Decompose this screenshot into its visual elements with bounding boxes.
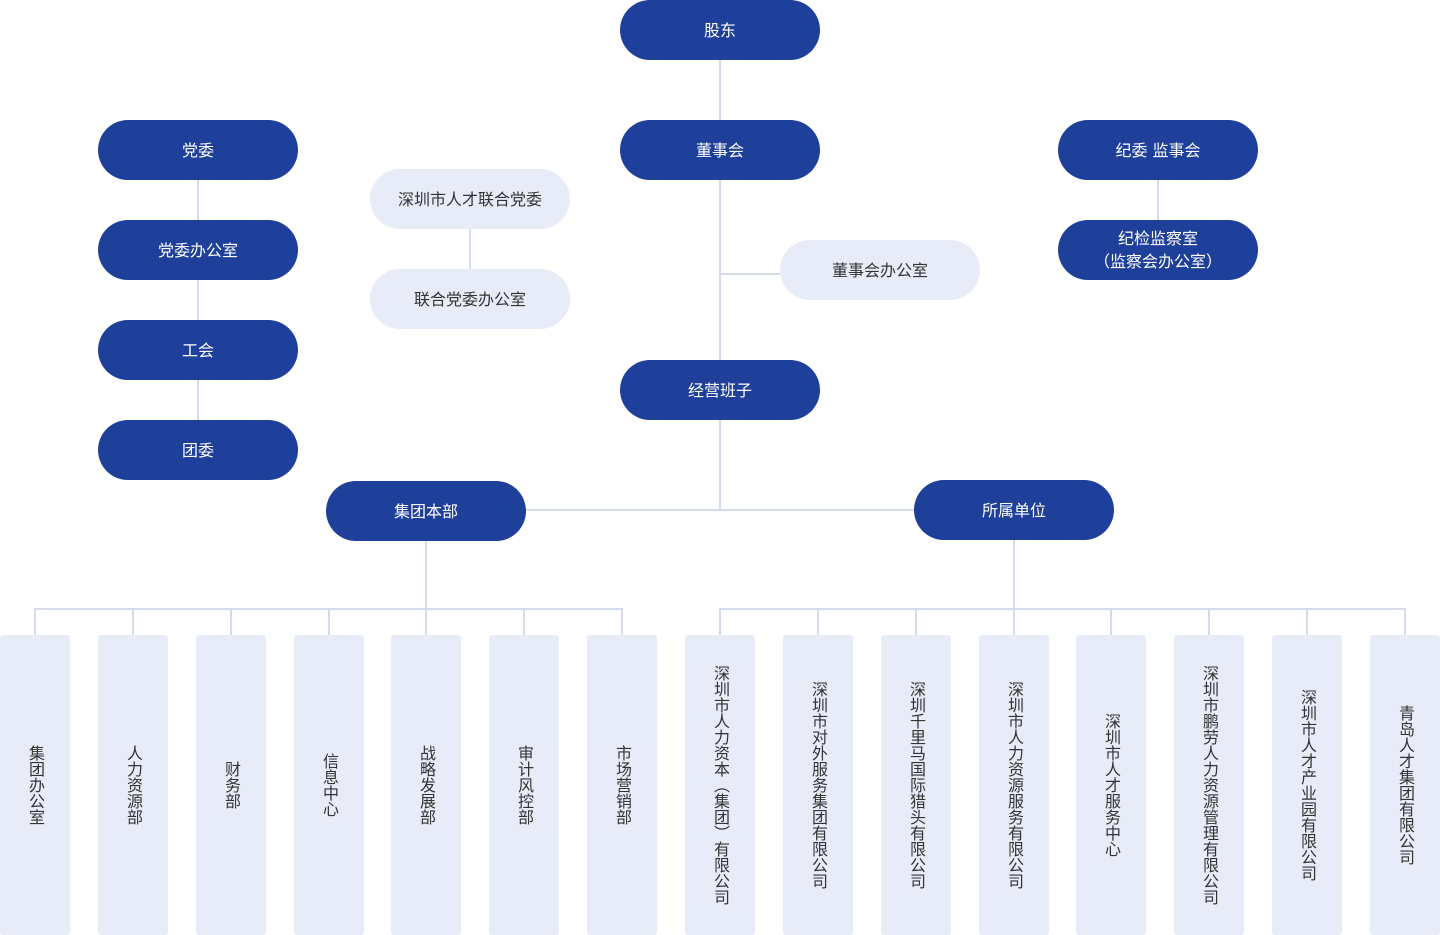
connector-line: [621, 608, 623, 635]
subsidiary-unit-label: 深圳市人才产业园有限公司: [1298, 689, 1317, 881]
headquarters-node: 集团本部: [326, 481, 526, 541]
board-office-node: 董事会办公室: [780, 240, 980, 300]
connector-line: [197, 180, 199, 220]
connector-line: [719, 60, 721, 120]
subsidiary-unit-box: 深圳市人才产业园有限公司: [1272, 635, 1342, 935]
connector-line: [526, 509, 914, 511]
management-node: 经营班子: [620, 360, 820, 420]
board-node: 董事会: [620, 120, 820, 180]
hq-department-label: 市场营销部: [613, 745, 632, 825]
subsidiary-unit-box: 深圳市鹏劳人力资源管理有限公司: [1174, 635, 1244, 935]
connector-line: [1110, 608, 1112, 635]
hq-department-box: 战略发展部: [391, 635, 461, 935]
connector-line: [328, 608, 330, 635]
subsidiary-unit-box: 深圳千里马国际猎头有限公司: [881, 635, 951, 935]
connector-line: [720, 273, 780, 275]
subsidiary-unit-label: 深圳市人力资源服务有限公司: [1005, 681, 1024, 889]
connector-line: [719, 180, 721, 360]
hq-department-box: 市场营销部: [587, 635, 657, 935]
subsidiary-unit-label: 青岛人才集团有限公司: [1396, 705, 1415, 865]
subsidiary-unit-label: 深圳市人力资本（集团）有限公司: [711, 665, 730, 905]
connector-line: [1013, 608, 1015, 635]
connector-line: [197, 280, 199, 320]
discipline-office-node: 纪检监察室 （监察会办公室）: [1058, 220, 1258, 280]
subsidiary-unit-label: 深圳千里马国际猎头有限公司: [907, 681, 926, 889]
hq-department-label: 财务部: [222, 761, 241, 809]
youth-league-node: 团委: [98, 420, 298, 480]
hq-department-label: 审计风控部: [515, 745, 534, 825]
connector-line: [469, 229, 471, 269]
connector-line: [817, 608, 819, 635]
hq-department-label: 人力资源部: [124, 745, 143, 825]
party-committee-office-node: 党委办公室: [98, 220, 298, 280]
connector-line: [425, 540, 427, 610]
connector-line: [719, 608, 721, 635]
connector-line: [1404, 608, 1406, 635]
connector-line: [132, 608, 134, 635]
hq-department-box: 财务部: [196, 635, 266, 935]
subsidiaries-node: 所属单位: [914, 480, 1114, 540]
subsidiary-unit-label: 深圳市人才服务中心: [1102, 713, 1121, 857]
connector-line: [1157, 180, 1159, 220]
connector-line: [230, 608, 232, 635]
subsidiary-unit-box: 深圳市人力资源服务有限公司: [979, 635, 1049, 935]
subsidiary-unit-box: 深圳市对外服务集团有限公司: [783, 635, 853, 935]
connector-line: [1208, 608, 1210, 635]
hq-department-box: 集团办公室: [0, 635, 70, 935]
subsidiary-unit-box: 深圳市人才服务中心: [1076, 635, 1146, 935]
hq-department-box: 审计风控部: [489, 635, 559, 935]
subsidiary-unit-label: 深圳市对外服务集团有限公司: [809, 681, 828, 889]
party-committee-node: 党委: [98, 120, 298, 180]
connector-line: [719, 608, 1406, 610]
hq-department-box: 人力资源部: [98, 635, 168, 935]
subsidiary-unit-label: 深圳市鹏劳人力资源管理有限公司: [1200, 665, 1219, 905]
hq-department-label: 集团办公室: [26, 745, 45, 825]
connector-line: [1306, 608, 1308, 635]
connector-line: [197, 380, 199, 420]
hq-department-label: 战略发展部: [417, 745, 436, 825]
hq-department-box: 信息中心: [294, 635, 364, 935]
connector-line: [425, 608, 427, 635]
joint-party-office-node: 联合党委办公室: [370, 269, 570, 329]
connector-line: [1013, 540, 1015, 610]
connector-line: [523, 608, 525, 635]
discipline-committee-node: 纪委 监事会: [1058, 120, 1258, 180]
connector-line: [719, 420, 721, 511]
shareholders-node: 股东: [620, 0, 820, 60]
joint-party-committee-node: 深圳市人才联合党委: [370, 169, 570, 229]
subsidiary-unit-box: 青岛人才集团有限公司: [1370, 635, 1440, 935]
subsidiary-unit-box: 深圳市人力资本（集团）有限公司: [685, 635, 755, 935]
union-node: 工会: [98, 320, 298, 380]
connector-line: [34, 608, 36, 635]
connector-line: [915, 608, 917, 635]
hq-department-label: 信息中心: [320, 753, 339, 817]
